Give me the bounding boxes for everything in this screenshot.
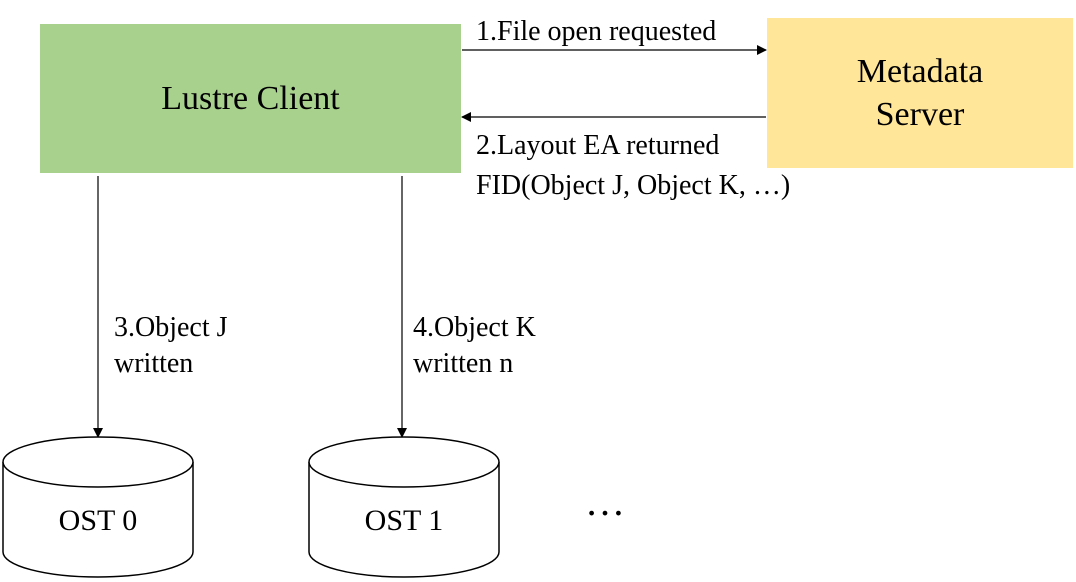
ost0-label: OST 0 (58, 504, 138, 537)
edge-label-layout-returned: 2.Layout EA returned (476, 130, 720, 161)
lustre-client-node: Lustre Client (40, 24, 461, 173)
lustre-client-label: Lustre Client (161, 79, 340, 117)
edge-label-fid-list: FID(Object J, Object K, …) (476, 170, 791, 201)
edge-label-object-j: 3.Object J (114, 312, 228, 343)
edge-label-object-j-written: written (114, 348, 194, 379)
edge-label-file-open: 1.File open requested (476, 16, 717, 47)
more-osts-ellipsis: … (585, 479, 627, 524)
ost0-cylinder (2, 436, 194, 578)
metadata-server-label-line2: Server (875, 96, 965, 133)
ost1-cylinder (308, 436, 500, 578)
edge-label-object-k-written: written n (413, 348, 514, 379)
metadata-server-label-line1: Metadata (856, 53, 984, 90)
edge-label-object-k: 4.Object K (413, 312, 536, 343)
metadata-server-node: Metadata Server (767, 18, 1073, 168)
ost1-label: OST 1 (364, 504, 444, 537)
